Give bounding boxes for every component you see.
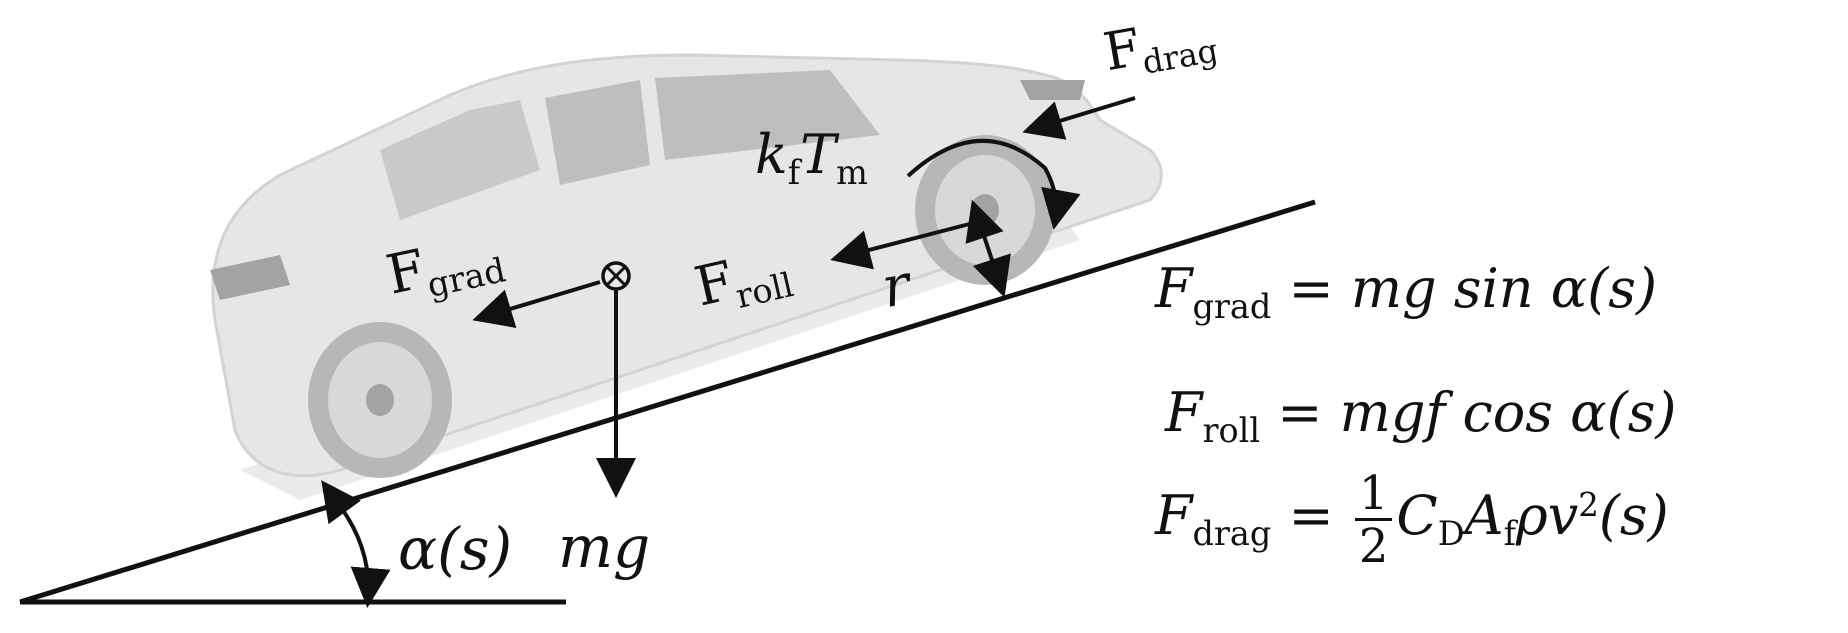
- eq-grad-lhs: F: [1155, 257, 1193, 320]
- one-half-fraction: 1 2: [1354, 470, 1393, 574]
- eq-drag-tail: (s): [1598, 483, 1669, 547]
- alpha-label: α(s): [398, 515, 513, 583]
- eq-roll-lhs: F: [1165, 381, 1203, 444]
- equation-f-roll: Froll = mgf cos α(s): [1165, 386, 1676, 447]
- fraction-numerator: 1: [1354, 470, 1393, 522]
- car-window-front: [655, 70, 880, 160]
- r-radius-arrow: [965, 199, 1011, 298]
- eq-roll-rhs: = mgf cos α(s): [1277, 381, 1677, 444]
- f-drag-arrow: [1022, 96, 1136, 140]
- equation-f-drag: Fdrag = 1 2 CDAfρv2(s): [1155, 470, 1669, 570]
- eq-grad-sub: grad: [1192, 286, 1272, 326]
- eq-drag-equals: =: [1288, 483, 1334, 547]
- t-sub: m: [836, 152, 868, 192]
- eq-drag-lhs: F: [1155, 483, 1193, 547]
- car-illustration: [210, 53, 1163, 500]
- eq-drag-c: C: [1396, 483, 1438, 547]
- f-grad-arrow: [472, 280, 601, 328]
- mg-label: mg: [558, 513, 651, 581]
- k-sub: f: [787, 152, 801, 192]
- eq-drag-a: A: [1464, 483, 1504, 547]
- f-roll-arrow: [830, 218, 986, 270]
- center-of-gravity-icon: [601, 261, 631, 291]
- equation-f-grad: Fgrad = mg sin α(s): [1155, 262, 1657, 323]
- eq-drag-a-sub: f: [1503, 513, 1516, 553]
- incline-line: [19, 199, 1316, 605]
- fraction-denominator: 2: [1358, 519, 1389, 574]
- car-taillight: [210, 255, 290, 300]
- eq-drag-sub: drag: [1192, 513, 1272, 553]
- eq-drag-rho-v: ρv: [1515, 483, 1579, 547]
- eq-roll-sub: roll: [1202, 410, 1261, 450]
- car-window-middle: [545, 80, 650, 185]
- rear-wheel: [308, 322, 452, 478]
- car-headlight: [1020, 80, 1085, 100]
- eq-grad-rhs: = mg sin α(s): [1288, 257, 1658, 320]
- eq-drag-c-sub: D: [1437, 513, 1465, 553]
- kf-tm-label: kfTm: [755, 128, 868, 189]
- t-symbol: T: [800, 123, 837, 186]
- torque-arc-arrow: [906, 138, 1081, 230]
- car-window-rear: [380, 100, 540, 220]
- k-symbol: k: [755, 123, 788, 186]
- eq-drag-power: 2: [1578, 486, 1599, 525]
- slope-angle-arc: [321, 480, 391, 608]
